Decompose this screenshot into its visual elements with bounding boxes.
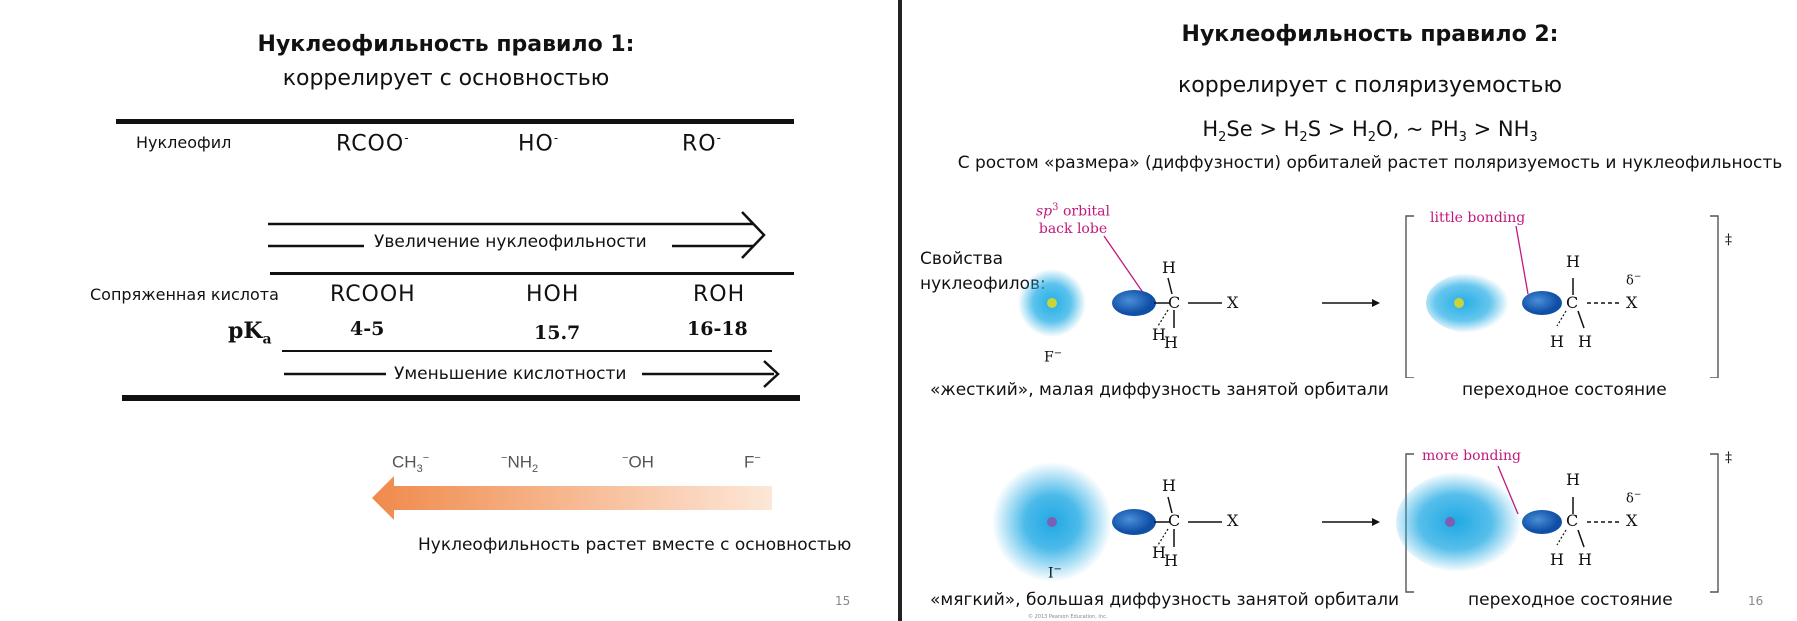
transition-state-mark: ‡ [1725, 450, 1732, 466]
atom-h: H [1578, 550, 1592, 569]
series-f: F− [744, 452, 761, 472]
delta-minus: δ− [1626, 272, 1642, 289]
atom-c: C [1566, 511, 1579, 530]
slide-title: Нуклеофильность правило 2: [1181, 22, 1559, 47]
mid-rule [270, 272, 794, 275]
atom-h: H [1164, 333, 1178, 352]
caption-transition-state: переходное состояние [1462, 380, 1667, 400]
atom-h: H [1566, 252, 1580, 271]
atom-h: H [1152, 325, 1166, 344]
series-nh2: −NH2 [501, 452, 539, 476]
series-oh: −OH [622, 452, 654, 472]
decrease-acidity-label: Уменьшение кислотности [394, 364, 627, 384]
slide-divider [898, 0, 902, 621]
nucleophile-rcoo: RCOO- [336, 131, 410, 157]
atom-x: X [1626, 511, 1638, 530]
caption-hard: «жесткий», малая диффузность занятой орб… [930, 380, 1389, 400]
decrease-acidity-arrow [282, 350, 780, 388]
more-bonding-label: more bonding [1422, 448, 1521, 464]
nucleophile-ro: RO- [682, 131, 722, 157]
pka-value-roh: 16-18 [687, 318, 748, 340]
slide-subtitle: коррелирует с поляризуемостью [1177, 73, 1563, 98]
atom-c: C [1566, 293, 1579, 312]
caption-transition-state: переходное состояние [1468, 590, 1673, 610]
soft-nucleophile-diagram [992, 453, 1719, 593]
atom-x: X [1227, 293, 1239, 312]
series-ch3: CH3− [392, 452, 430, 476]
delta-minus: δ− [1626, 490, 1642, 507]
atom-x: X [1227, 511, 1239, 530]
atom-h: H [1162, 258, 1176, 277]
table-bottom-rule [122, 395, 800, 401]
pka-value-hoh: 15.7 [534, 322, 581, 344]
atom-h: H [1578, 332, 1592, 351]
little-bonding-label: little bonding [1430, 210, 1526, 226]
slide-15: Нуклеофильность правило 1: коррелирует с… [0, 0, 898, 621]
pka-label: pKa [228, 318, 272, 348]
acid-hoh: HOH [526, 282, 580, 307]
atom-h: H [1550, 550, 1564, 569]
conjugate-acid-row-label: Сопряженная кислота [90, 285, 279, 304]
basicity-gradient-arrow [372, 476, 772, 520]
hard-nucleophile-diagram [1018, 215, 1719, 378]
table-top-rule [116, 119, 794, 124]
increase-nucleophilicity-arrow [268, 211, 766, 259]
increase-nucleophilicity-label: Увеличение нуклеофильности [374, 232, 647, 252]
bottom-caption: Нуклеофильность растет вместе с основнос… [418, 535, 852, 555]
polarizability-series: H2Se > H2S > H2O, ~ PH3 > NH3 [1202, 117, 1538, 146]
slide-subtitle: коррелирует с основностью [282, 66, 610, 91]
copyright: © 2013 Pearson Education, Inc. [1028, 614, 1108, 620]
caption-soft: «мягкий», большая диффузность занятой ор… [930, 590, 1400, 610]
page-number: 16 [1748, 594, 1764, 608]
atom-h: H [1164, 551, 1178, 570]
slide-16: Нуклеофильность правило 2: коррелирует с… [902, 0, 1797, 621]
atom-h: H [1162, 476, 1176, 495]
atom-h: H [1152, 543, 1166, 562]
iodide-ion-label: I− [1048, 564, 1062, 582]
atom-x: X [1626, 293, 1638, 312]
slide-title: Нуклеофильность правило 1: [257, 32, 635, 57]
polarizability-note: С ростом «размера» (диффузности) орбитал… [957, 153, 1783, 173]
atom-c: C [1168, 293, 1181, 312]
nucleophile-ho: HO- [518, 131, 560, 157]
acid-rcooh: RCOOH [330, 282, 416, 307]
fluoride-ion-label: F− [1044, 348, 1063, 366]
pka-value-rcooh: 4-5 [350, 318, 385, 340]
atom-h: H [1550, 332, 1564, 351]
page-number: 15 [835, 594, 851, 608]
atom-c: C [1168, 511, 1181, 530]
transition-state-mark: ‡ [1725, 232, 1732, 248]
acid-roh: ROH [693, 282, 746, 307]
atom-h: H [1566, 470, 1580, 489]
nucleophile-row-label: Нуклеофил [136, 133, 232, 152]
